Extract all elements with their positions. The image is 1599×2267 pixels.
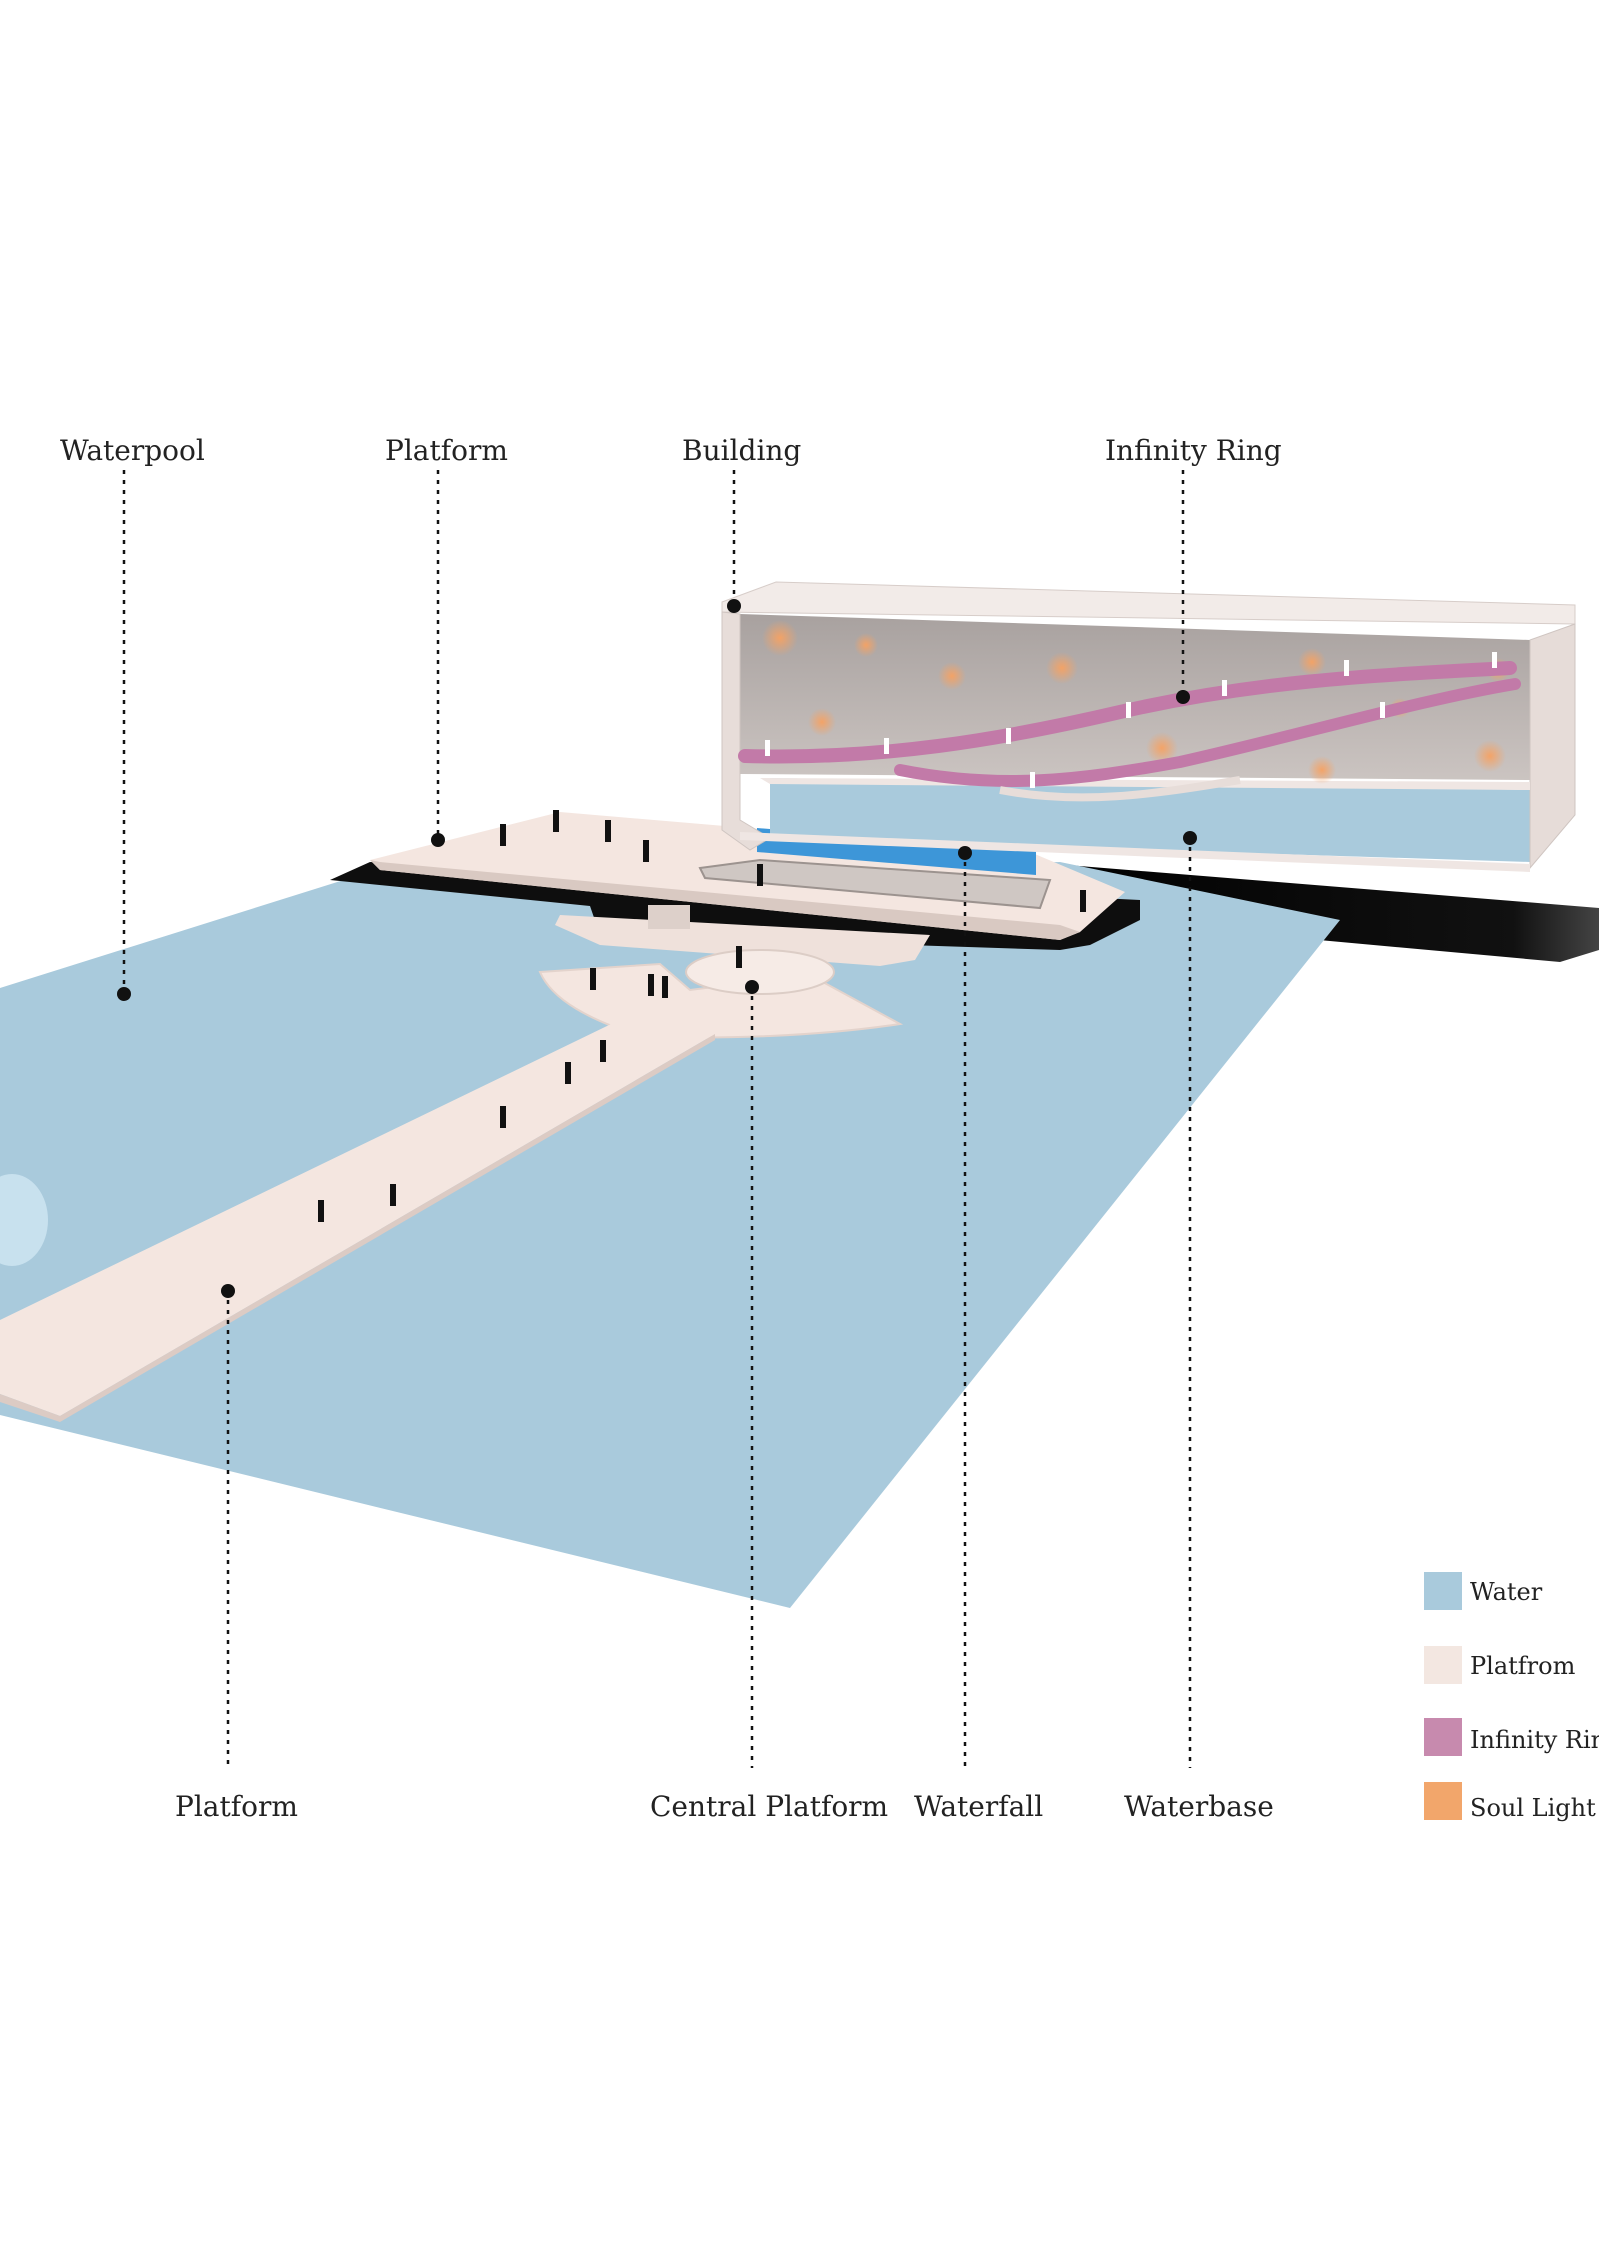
soul-light: [1046, 652, 1078, 684]
person-figure: [1380, 702, 1385, 718]
legend-label-soul-light: Soul Light: [1470, 1794, 1596, 1822]
central-platform-disk: [685, 949, 835, 995]
label-building: Building: [682, 434, 802, 467]
person-figure: [1030, 772, 1035, 788]
leader-dots: [117, 599, 1197, 1298]
person-figure: [1344, 660, 1349, 676]
building-right-wall: [1529, 623, 1576, 870]
soul-light: [1308, 756, 1336, 784]
label-infinity-ring: Infinity Ring: [1105, 434, 1282, 467]
label-platform-top: Platform: [385, 434, 508, 467]
water-glare: [0, 1174, 48, 1266]
top-platform-edge: [370, 860, 1080, 940]
legend-swatch-water: [1424, 1572, 1462, 1610]
soul-light: [1146, 732, 1178, 764]
building: [721, 581, 1576, 872]
person-figure: [884, 738, 889, 754]
legend-label-platform: Platfrom: [1470, 1652, 1576, 1680]
soul-light: [1474, 740, 1506, 772]
person-figure: [1126, 702, 1131, 718]
person-figure: [765, 740, 770, 756]
person-figure: [1222, 680, 1227, 696]
walkway-platform: [0, 1010, 715, 1416]
building-interior: [740, 614, 1530, 780]
infinity-ring-lower: [894, 678, 1521, 787]
soul-light: [938, 662, 966, 690]
label-waterfall: Waterfall: [914, 1790, 1044, 1823]
infinity-ring-underside: [999, 776, 1241, 802]
stairs: [648, 905, 690, 929]
person-figure: [1006, 728, 1011, 744]
label-central-platform: Central Platform: [650, 1790, 889, 1823]
soul-light: [762, 620, 798, 656]
person-figure: [1492, 652, 1497, 668]
infinity-ring-upper: [738, 661, 1517, 764]
building-base-edge: [740, 832, 1530, 872]
legend-swatch-infinity-ring: [1424, 1718, 1462, 1756]
legend-label-water: Water: [1470, 1578, 1543, 1606]
label-waterpool: Waterpool: [60, 434, 205, 467]
label-platform-bottom: Platform: [175, 1790, 298, 1823]
soul-light: [1298, 648, 1326, 676]
legend-label-infinity-ring: Infinity Ring: [1470, 1726, 1599, 1754]
waterfall-pool: [698, 858, 1052, 910]
leader-lines: [122, 470, 1192, 1768]
legend-swatch-platform: [1424, 1646, 1462, 1684]
people-silhouettes: [318, 810, 1086, 1222]
legend-swatch-soul-light: [1424, 1782, 1462, 1820]
label-waterbase: Waterbase: [1124, 1790, 1274, 1823]
waterpool: [0, 862, 1340, 1608]
soul-light: [854, 633, 878, 657]
soul-light: [808, 708, 836, 736]
building-roof: [721, 581, 1576, 625]
